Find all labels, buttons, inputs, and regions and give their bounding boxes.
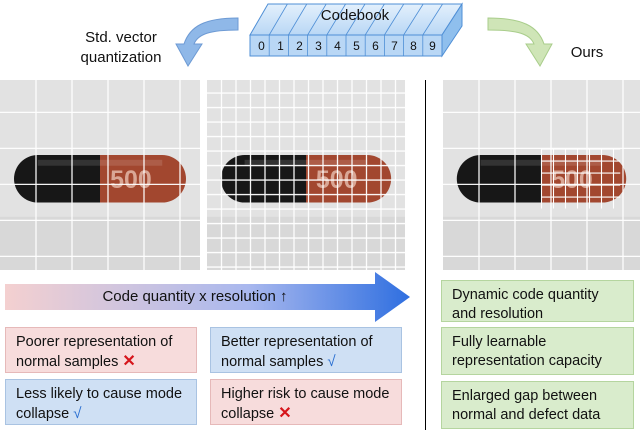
codebook-index: 1 xyxy=(277,39,284,53)
codebook-index: 2 xyxy=(296,39,303,53)
capsule-print: 500 xyxy=(551,166,593,194)
box-text: Less likely to cause mode collapse xyxy=(16,386,183,422)
vertical-divider xyxy=(425,80,426,430)
codebook-slab-line xyxy=(288,3,308,36)
codebook-index: 7 xyxy=(391,39,398,53)
check-mark-icon: √ xyxy=(327,353,336,370)
capsule-dark-half xyxy=(456,155,542,203)
capsule-red-half xyxy=(541,155,627,203)
capsule-image-dynamic-grid: 500 xyxy=(443,80,640,270)
box-better-representation: Better representation of normal samples … xyxy=(210,327,402,373)
codebook-diagram xyxy=(175,2,553,67)
box-text: Higher risk to cause mode collapse xyxy=(221,386,390,422)
capsule-red-half xyxy=(100,155,186,203)
check-mark-icon: √ xyxy=(73,405,82,422)
curve-arrow-right xyxy=(487,17,553,67)
codebook-slab-line xyxy=(326,3,346,36)
std-vq-label: Std. vector quantization xyxy=(80,29,162,66)
box-poorer-representation: Poorer representation of normal samples … xyxy=(5,327,197,373)
box-text: Enlarged gap between normal and defect d… xyxy=(452,388,601,423)
box-dynamic-code: Dynamic code quantity and resolution xyxy=(441,280,634,322)
codebook-index: 3 xyxy=(315,39,322,53)
codebook-slab-line xyxy=(422,3,443,36)
codebook-slab-line xyxy=(268,3,288,36)
quantity-resolution-arrow xyxy=(5,272,410,322)
codebook-title: Codebook xyxy=(320,7,390,24)
codebook-indices: 0 1 2 3 4 5 6 7 8 9 xyxy=(252,36,442,56)
box-enlarged-gap: Enlarged gap between normal and defect d… xyxy=(441,381,634,429)
capsule-dark-half xyxy=(220,155,306,203)
box-text: Poorer representation of normal samples xyxy=(16,334,173,370)
capsule-highlight xyxy=(37,159,163,166)
codebook-index: 9 xyxy=(429,39,436,53)
codebook-index: 0 xyxy=(258,39,265,53)
codebook-index: 6 xyxy=(372,39,379,53)
capsule-image-fine-grid: 500 xyxy=(207,80,405,270)
arrow-label: Code quantity x resolution ↑ xyxy=(102,288,288,305)
box-text: Better representation of normal samples xyxy=(221,334,373,370)
codebook-slab-line xyxy=(307,3,327,36)
capsule-print: 500 xyxy=(110,166,152,194)
box-less-likely-collapse: Less likely to cause mode collapse √ xyxy=(5,379,197,425)
curve-arrow-left xyxy=(175,17,239,67)
image-background-shade xyxy=(207,216,405,270)
codebook-slab-line xyxy=(364,3,385,36)
cross-mark-icon: ✕ xyxy=(278,405,292,422)
ours-label: Ours xyxy=(570,44,604,61)
box-fully-learnable: Fully learnable representation capacity xyxy=(441,327,634,375)
box-text: Fully learnable representation capacity xyxy=(452,334,602,369)
capsule-image-coarse-grid: 500 xyxy=(0,80,200,270)
codebook-index: 5 xyxy=(353,39,360,53)
codebook-slab-line xyxy=(345,3,366,36)
codebook-slab-line xyxy=(384,3,405,36)
box-higher-risk-collapse: Higher risk to cause mode collapse ✕ xyxy=(210,379,402,425)
cross-mark-icon: ✕ xyxy=(122,353,136,370)
image-background-shade xyxy=(443,216,640,270)
codebook-index: 4 xyxy=(334,39,341,53)
image-background-shade xyxy=(0,216,200,270)
capsule-highlight xyxy=(244,159,368,166)
codebook-slab-line xyxy=(403,3,424,36)
codebook-index: 8 xyxy=(410,39,417,53)
box-text: Dynamic code quantity and resolution xyxy=(452,287,599,322)
capsule-red-half xyxy=(306,155,392,203)
